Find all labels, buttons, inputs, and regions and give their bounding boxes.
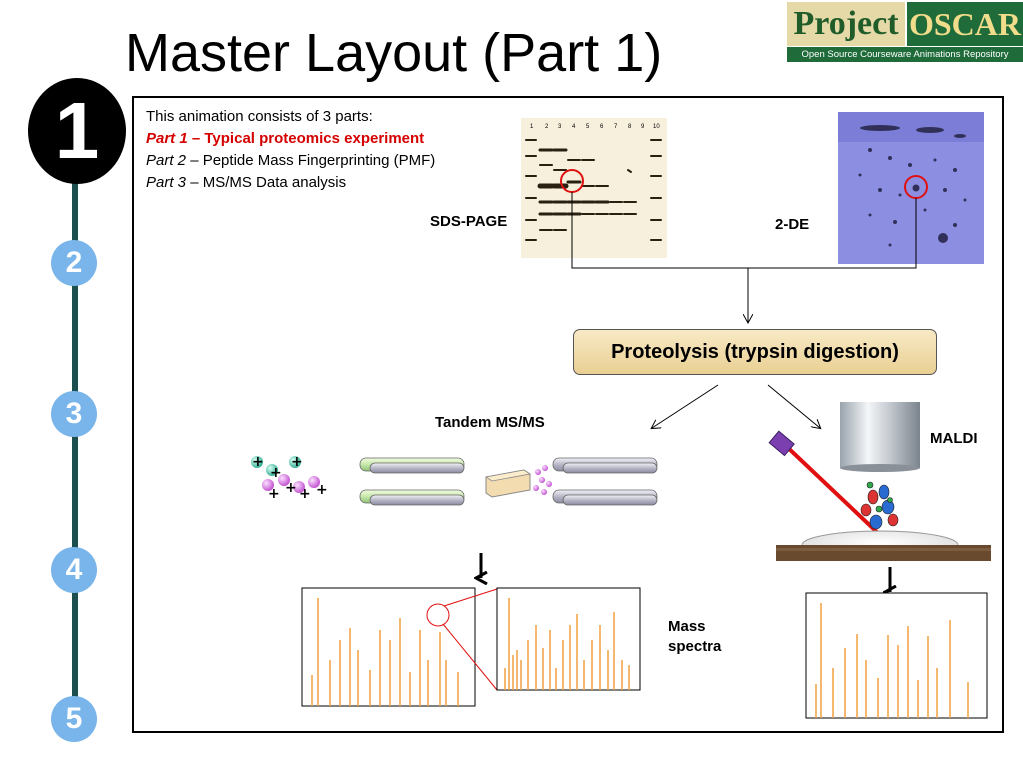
spectrum-3	[805, 592, 988, 719]
lane-number: 3	[558, 124, 562, 130]
lane-number: 9	[641, 124, 645, 130]
lane-number: 1	[530, 124, 534, 130]
lane-number: 5	[586, 124, 590, 130]
gel-lane-numbers: 1 2 3 4 5 6 7 8 9 10	[530, 124, 660, 130]
collision-cell	[484, 465, 552, 498]
spectrum-2	[496, 587, 641, 691]
ion-cluster: +++ ++++	[251, 454, 328, 502]
logo-word-project: Project	[787, 2, 905, 46]
lane-number: 2	[545, 124, 549, 130]
svg-text:+: +	[268, 486, 280, 502]
intro-part3: Part 3 – MS/MS Data analysis	[146, 172, 435, 194]
svg-text:+: +	[285, 480, 297, 496]
part3-label: Part 3	[146, 174, 187, 191]
step-rail	[72, 150, 78, 730]
label-spectra: spectra	[668, 638, 722, 655]
step-2-button[interactable]: 2	[51, 240, 97, 286]
lane-number: 10	[653, 124, 660, 130]
step-5-button[interactable]: 5	[51, 696, 97, 742]
intro-part2: Part 2 – Peptide Mass Fingerprinting (PM…	[146, 150, 435, 172]
part2-text: – Peptide Mass Fingerprinting (PMF)	[186, 152, 436, 169]
label-maldi: MALDI	[930, 430, 978, 447]
lane-number: 6	[600, 124, 604, 130]
part3-text: – MS/MS Data analysis	[186, 174, 347, 191]
spectrum-1	[301, 587, 498, 707]
svg-text:+: +	[291, 454, 303, 470]
maldi-source	[768, 402, 991, 561]
zoom-circle	[426, 603, 450, 627]
label-2de: 2-DE	[775, 216, 810, 233]
sds-page-gel: 1 2 3 4 5 6 7 8 9 10	[521, 118, 667, 258]
label-mass: Mass	[668, 618, 706, 635]
lane-number: 7	[614, 124, 618, 130]
ms-analyzer-2	[552, 457, 658, 506]
branch-arrows	[652, 384, 820, 428]
svg-text:+: +	[270, 465, 282, 481]
logo-subtitle: Open Source Courseware Animations Reposi…	[787, 47, 1023, 62]
proteolysis-box: Proteolysis (trypsin digestion)	[573, 329, 937, 375]
svg-text:+: +	[316, 482, 328, 498]
step-4-button[interactable]: 4	[51, 547, 97, 593]
page-title: Master Layout (Part 1)	[125, 23, 663, 83]
two-de-gel	[838, 112, 984, 264]
label-sds-page: SDS-PAGE	[430, 213, 508, 230]
label-tandem-ms: Tandem MS/MS	[435, 414, 545, 431]
part1-text: – Typical proteomics experiment	[187, 130, 425, 147]
step-3-button[interactable]: 3	[51, 391, 97, 437]
ms-analyzer-1	[359, 457, 465, 506]
part2-label: Part 2	[146, 152, 187, 169]
intro-part1: Part 1 – Typical proteomics experiment	[146, 128, 435, 150]
label-mass-spectra: Mass spectra	[668, 617, 721, 657]
project-oscar-logo: Project OSCAR Open Source Courseware Ani…	[787, 2, 1023, 62]
animation-frame	[132, 96, 1004, 733]
intro-text: This animation consists of 3 parts: Part…	[146, 106, 435, 194]
step-1-button[interactable]: 1	[28, 78, 126, 184]
lane-number: 4	[572, 124, 576, 130]
lane-number: 8	[628, 124, 632, 130]
svg-text:+: +	[299, 486, 311, 502]
part1-label: Part 1	[146, 130, 188, 147]
intro-line: This animation consists of 3 parts:	[146, 108, 373, 125]
gel-connectors	[571, 192, 917, 322]
svg-text:+: +	[252, 454, 264, 470]
logo-word-oscar: OSCAR	[907, 2, 1023, 46]
